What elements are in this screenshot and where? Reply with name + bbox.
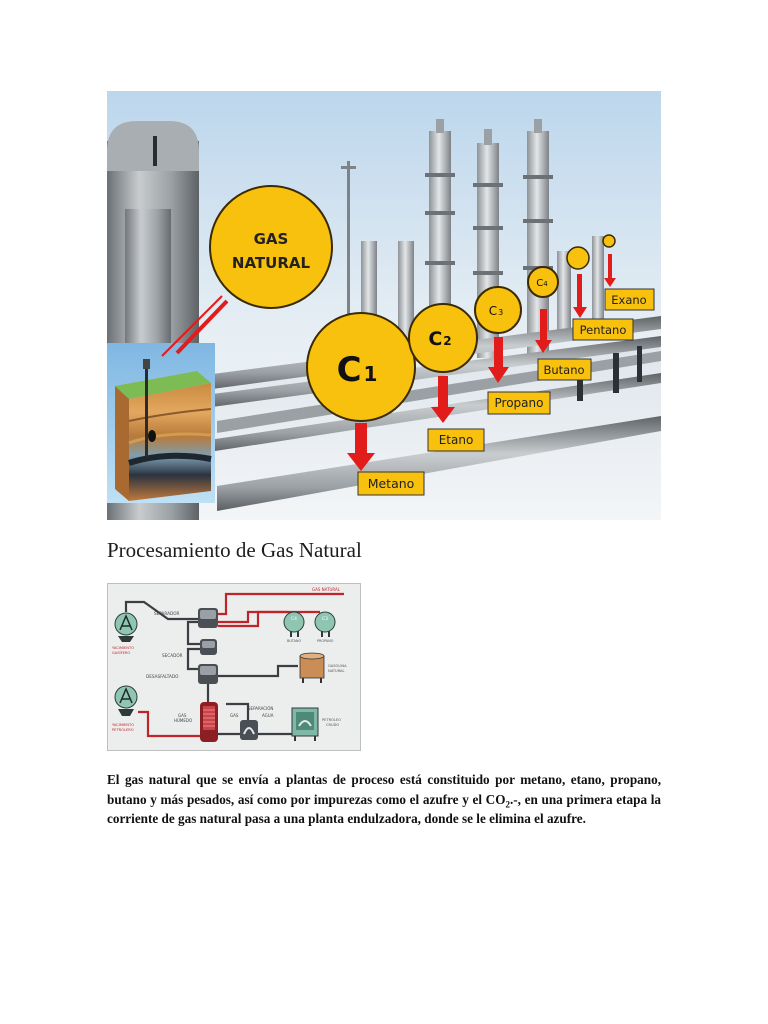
c4-sphere-label: C4: [291, 616, 297, 622]
c4-subscript: 4: [543, 280, 548, 288]
c1-symbol: C: [337, 350, 362, 390]
yacimiento-gasifero-2: GASÍFERO: [112, 650, 130, 655]
c1-label: Metano: [368, 476, 415, 491]
component-c6: Exano: [602, 234, 655, 311]
svg-text:C4: C4: [536, 278, 548, 289]
petroleo-label-1: PETRÓLEO: [322, 717, 341, 722]
gas-label: GAS: [230, 713, 239, 718]
gas-humedo-2: HÚMEDO: [174, 718, 192, 723]
gasoline-tank: [299, 652, 325, 683]
gasolina-label-2: NATURAL: [328, 669, 345, 673]
c2-label: Etano: [439, 433, 474, 447]
oil-reservoir-symbol: [114, 685, 138, 716]
body-text-part2: .-, en una primera etapa la corriente de…: [107, 791, 661, 827]
component-c2: C2 Etano: [408, 303, 485, 452]
gas-natural-circle: GAS NATURAL: [209, 185, 333, 309]
separation-drum: [240, 720, 258, 740]
gas-label-line1: GAS: [254, 230, 289, 248]
separator-unit: [198, 608, 218, 628]
c1-subscript: 1: [364, 362, 378, 386]
c3-subscript: 3: [498, 308, 503, 317]
yacimiento-petrolero-2: PETROLERO: [112, 728, 134, 732]
body-paragraph: El gas natural que se envía a plantas de…: [107, 770, 661, 829]
c2-subscript: 2: [443, 334, 451, 348]
component-c3: C3 Propano: [474, 286, 551, 415]
snow-ground: [107, 346, 661, 520]
yacimiento-petrolero-1: YACIMIENTO: [112, 723, 134, 727]
svg-text:C1: C1: [337, 350, 378, 390]
gas-reservoir-symbol: [114, 612, 138, 642]
agua-label: AGUA: [262, 713, 274, 718]
separador-label: SEPARADOR: [154, 611, 180, 616]
yacimiento-gasifero-1: YACIMIENTO: [112, 646, 134, 650]
separacion-label: SEPARACIÓN: [248, 706, 273, 711]
pointer-line: [175, 299, 229, 355]
component-c4: C4 Butano: [527, 266, 592, 381]
propano-label: PROPANO: [317, 639, 334, 643]
c2-symbol: C: [428, 328, 442, 350]
process-flow-illustration: YACIMIENTO GASÍFERO YACIMIENTO PETROLERO…: [112, 587, 347, 742]
gas-plant-illustration: GAS NATURAL C1 Metano C2 Etano C3 Propan…: [107, 91, 661, 520]
c4-symbol: C: [536, 278, 543, 289]
c4-label: Butano: [543, 363, 584, 377]
c5-label: Pentano: [580, 323, 627, 337]
body-text-part1: El gas natural que se envía a plantas de…: [107, 772, 661, 807]
secador-label: SECADOR: [162, 653, 183, 658]
gas-label-line2: NATURAL: [232, 254, 311, 272]
svg-text:C2: C2: [428, 328, 451, 350]
crude-oil-tank: [291, 707, 319, 741]
component-c5: Pentano: [566, 246, 634, 341]
c3-symbol: C: [489, 304, 497, 318]
c3-sphere-label: C3: [322, 616, 328, 622]
process-diagram: YACIMIENTO GASÍFERO YACIMIENTO PETROLERO…: [107, 583, 361, 751]
gasolina-label-1: GASOLINA: [328, 664, 347, 668]
dryer-unit: [200, 639, 217, 655]
reservoir-cross-section: [107, 343, 215, 503]
section-title: Procesamiento de Gas Natural: [107, 538, 362, 562]
desasfaltado-label: DESASFALTADO: [146, 674, 179, 679]
c3-label: Propano: [495, 396, 544, 410]
gas-humedo-1: GAS: [178, 713, 187, 718]
pointer-line: [161, 295, 223, 357]
butane-sphere: C4: [283, 611, 305, 637]
deasphalting-unit: [198, 664, 218, 684]
butano-label: BUTANO: [287, 639, 301, 643]
svg-text:C3: C3: [489, 304, 503, 318]
co2-subscript: 2: [505, 799, 510, 810]
propane-sphere: C3: [314, 611, 336, 637]
wet-gas-column: [200, 702, 218, 742]
petroleo-label-2: CRUDO: [326, 723, 339, 727]
gas-natural-label: GAS NATURAL: [312, 587, 341, 592]
c6-label: Exano: [611, 293, 646, 307]
